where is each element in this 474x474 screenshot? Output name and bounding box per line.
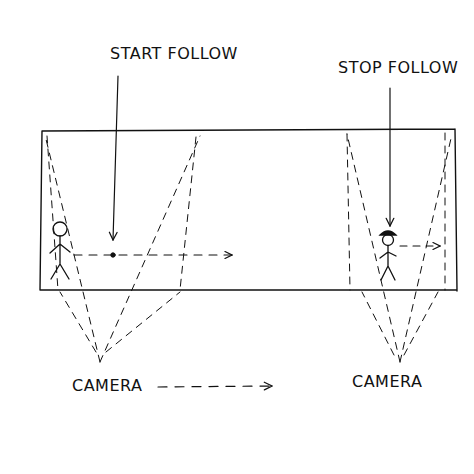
person-body xyxy=(380,246,396,280)
callout-label: START FOLLOW xyxy=(108,44,240,63)
start-point xyxy=(111,253,115,257)
camera-view-left xyxy=(45,135,200,362)
start-leader xyxy=(113,76,118,240)
camera-label: CAMERA xyxy=(350,372,424,391)
person-body xyxy=(50,236,70,279)
path-arrow-right xyxy=(400,245,440,246)
person-right xyxy=(380,231,396,280)
stop-leader xyxy=(389,88,390,226)
person-hat xyxy=(380,231,396,235)
callout-label: STOP FOLLOW xyxy=(336,58,460,77)
path-arrow-left xyxy=(74,254,232,255)
camera-view-right xyxy=(347,133,452,362)
camera-label: CAMERA xyxy=(70,376,144,395)
person-head xyxy=(383,235,394,246)
person-left xyxy=(50,222,70,279)
person-head xyxy=(53,222,67,236)
camera-move-arrow xyxy=(158,386,272,387)
room-outline xyxy=(40,129,457,291)
